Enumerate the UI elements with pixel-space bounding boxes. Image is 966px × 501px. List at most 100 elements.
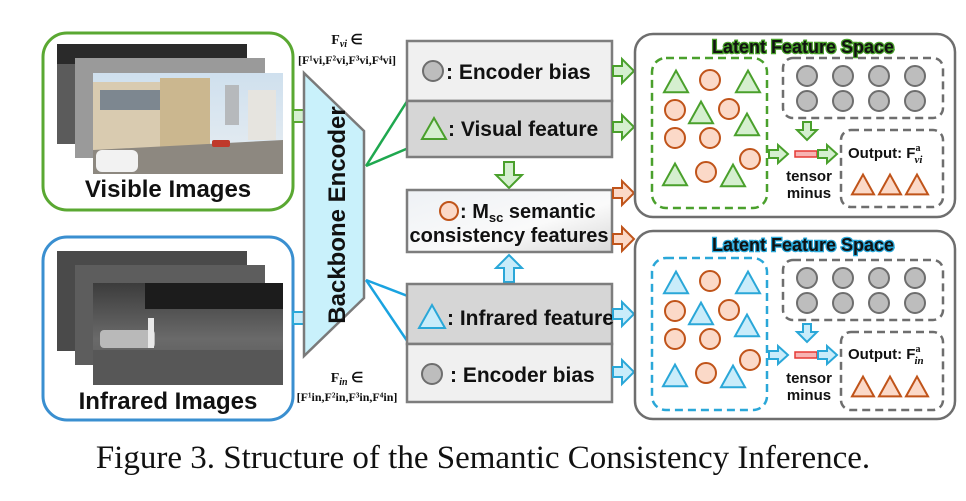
- feature-triangle-icon: [719, 162, 747, 188]
- semantic-circle-icon: [664, 328, 686, 350]
- feature-triangle-icon: [687, 99, 715, 125]
- encoder-bias-circle-icon: [796, 292, 818, 314]
- semantic-feature-circle-icon: [439, 201, 459, 221]
- visible-images-panel: Visible Images: [41, 31, 295, 212]
- infrared-to-msc-arrow: [493, 253, 525, 283]
- semantic-circle-icon: [695, 362, 717, 384]
- infrared-feature-box: : Infrared feature: [405, 282, 614, 346]
- semantic-circle-icon: [664, 127, 686, 149]
- feature-triangle-icon: [734, 68, 762, 94]
- feature-triangle-icon: [687, 300, 715, 326]
- svg-text:consistency features: consistency features: [410, 225, 609, 247]
- feature-triangle-icon: [719, 363, 747, 389]
- encoder-bias-circle-icon: [832, 65, 854, 87]
- figure-caption: Figure 3. Structure of the Semantic Cons…: [95, 440, 871, 476]
- semantic-circle-icon: [739, 349, 761, 371]
- svg-text:tensor: tensor: [786, 370, 832, 387]
- infrared-feature-scatter: [661, 269, 762, 389]
- feature-triangle-icon: [733, 111, 761, 137]
- encoder-bias-circle-icon: [421, 363, 443, 385]
- visual-feature-scatter: [661, 68, 762, 188]
- visual-feature-triangle-icon: [420, 115, 448, 140]
- encoder-bias-circle-icon: [904, 90, 926, 112]
- svg-text:minus: minus: [787, 185, 831, 202]
- encoder-bias-circle-icon: [422, 60, 444, 82]
- ir-encoder-bias-box: : Encoder bias: [405, 342, 614, 404]
- vis-bias-to-latent-arrow: [612, 56, 636, 86]
- msc-to-bottom-latent-arrow: [612, 224, 636, 254]
- encoder-bias-circle-icon: [904, 292, 926, 314]
- feature-triangle-icon: [661, 161, 689, 187]
- encoder-bias-circle-icon: [868, 65, 890, 87]
- semantic-circle-icon: [718, 98, 740, 120]
- ir-bias-to-latent-arrow: [612, 357, 636, 387]
- encoder-bias-cluster-infrared: [781, 258, 945, 322]
- vis-feature-to-latent-arrow: [612, 112, 636, 142]
- latent-feature-space-visible: Latent Feature Space tensor minus Output…: [633, 32, 957, 219]
- latent-title-visible: Latent Feature Space: [712, 37, 894, 57]
- semantic-circle-icon: [699, 69, 721, 91]
- encoder-bias-circle-icon: [868, 267, 890, 289]
- feature-triangle-icon: [662, 269, 690, 295]
- svg-text:minus: minus: [787, 387, 831, 404]
- visible-feature-formula: Fvi ∈ [F¹vi,F²vi,F³vi,F⁴vi]: [298, 33, 396, 67]
- encoder-bias-cluster-visible: [781, 56, 945, 120]
- encoder-bias-circle-icon: [832, 267, 854, 289]
- svg-text:tensor: tensor: [786, 168, 832, 185]
- feature-triangle-icon: [662, 68, 690, 94]
- semantic-circle-icon: [699, 328, 721, 350]
- feature-to-latent-arrows: [612, 56, 636, 387]
- visual-feature-box: : Visual feature: [405, 99, 614, 159]
- msc-to-top-latent-arrow: [612, 178, 636, 208]
- infrared-feature-formula: Fin ∈ [F¹in,F²in,F³in,F⁴in]: [297, 371, 398, 404]
- output-triangles-infrared: [850, 374, 930, 398]
- minus-to-output-arrow: [817, 343, 839, 367]
- encoder-bias-circle-icon: [796, 90, 818, 112]
- output-box-visible: [839, 128, 945, 209]
- encoder-bias-circle-icon: [832, 292, 854, 314]
- svg-text:[F¹vi,F²vi,F³vi,F⁴vi]: [F¹vi,F²vi,F³vi,F⁴vi]: [298, 53, 396, 67]
- encoder-bias-circle-icon: [796, 267, 818, 289]
- encoder-bias-circle-icon: [868, 292, 890, 314]
- infrared-feature-triangle-icon: [417, 302, 447, 329]
- semantic-circle-icon: [699, 127, 721, 149]
- output-triangle-icon: [850, 374, 876, 398]
- encoder-bias-grid: [796, 65, 926, 112]
- feature-triangle-icon: [734, 269, 762, 295]
- semantic-circle-icon: [718, 299, 740, 321]
- svg-text:Fin ∈: Fin ∈: [331, 371, 364, 388]
- output-box-infrared: [839, 330, 945, 412]
- encoder-bias-circle-icon: [832, 90, 854, 112]
- bias-to-minus-arrow: [794, 323, 820, 344]
- svg-text:Fvi ∈: Fvi ∈: [331, 33, 362, 50]
- minus-to-output-arrow: [817, 142, 839, 166]
- visible-image-stack: [57, 44, 283, 174]
- semantic-circle-icon: [695, 161, 717, 183]
- infrared-feature-cluster: [650, 256, 769, 412]
- semantic-circle-icon: [664, 300, 686, 322]
- svg-text:: Infrared feature: : Infrared feature: [447, 307, 614, 330]
- visual-to-msc-arrow: [493, 161, 525, 190]
- encoder-bias-circle-icon: [796, 65, 818, 87]
- backbone-encoder-label: Backbone Encoder: [324, 106, 351, 323]
- semantic-circle-icon: [664, 99, 686, 121]
- cluster-to-minus-arrow: [768, 343, 790, 367]
- infrared-images-label: Infrared Images: [79, 388, 258, 415]
- encoder-bias-circle-icon: [868, 90, 890, 112]
- tensor-minus-icon: [794, 150, 818, 158]
- output-triangles-visible: [850, 172, 930, 196]
- semantic-circle-icon: [739, 148, 761, 170]
- output-triangle-icon: [904, 374, 930, 398]
- output-triangle-icon: [850, 172, 876, 196]
- svg-text:: Visual feature: : Visual feature: [448, 118, 598, 141]
- svg-text:: Encoder bias: : Encoder bias: [450, 364, 595, 387]
- visible-images-label: Visible Images: [85, 176, 251, 203]
- latent-feature-space-infrared: Latent Feature Space tensor minus Output…: [633, 229, 957, 421]
- semantic-circle-icon: [699, 270, 721, 292]
- latent-title-infrared: Latent Feature Space: [712, 235, 894, 255]
- vis-encoder-bias-box: : Encoder bias: [405, 39, 614, 103]
- output-triangle-icon: [904, 172, 930, 196]
